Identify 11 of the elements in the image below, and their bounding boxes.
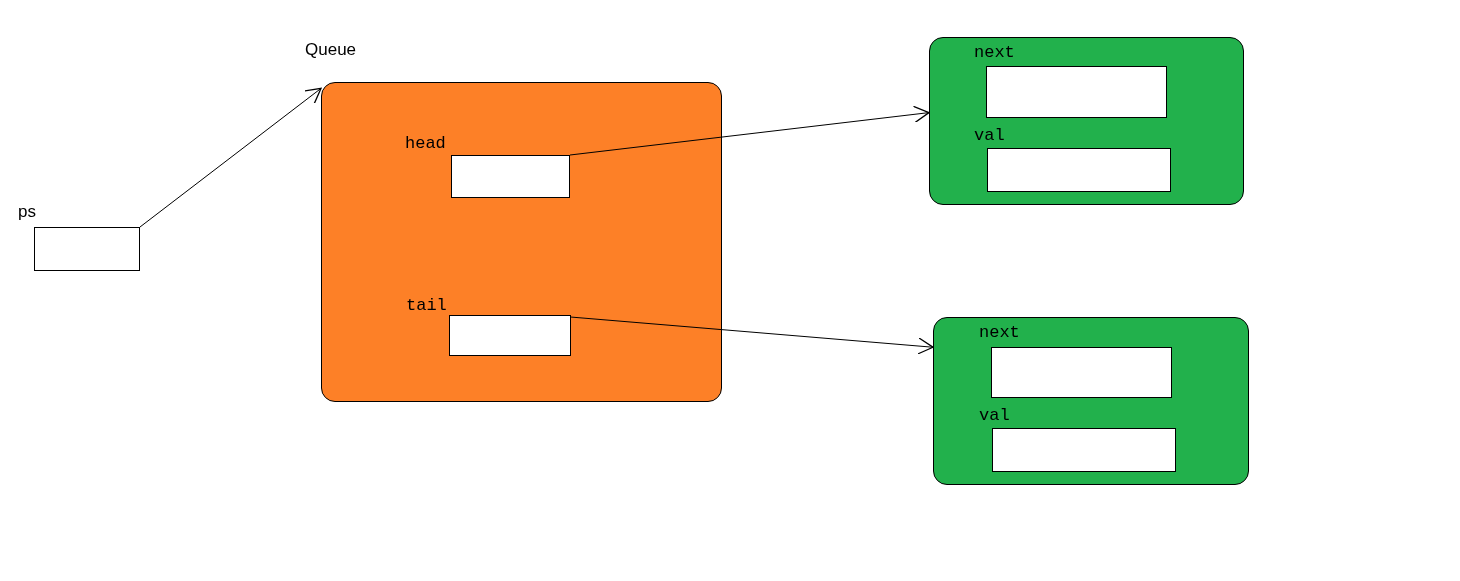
field-label: val xyxy=(974,126,1005,146)
field-label: next xyxy=(974,43,1015,63)
arrow xyxy=(569,105,930,156)
field-label: val xyxy=(979,406,1010,426)
field-label: tail xyxy=(406,296,447,316)
arrow xyxy=(139,87,322,228)
field-label: Queue xyxy=(305,40,357,60)
field-label: next xyxy=(979,323,1020,343)
field-label: head xyxy=(405,134,446,154)
field-label: ps xyxy=(18,202,36,222)
arrow xyxy=(570,316,934,355)
